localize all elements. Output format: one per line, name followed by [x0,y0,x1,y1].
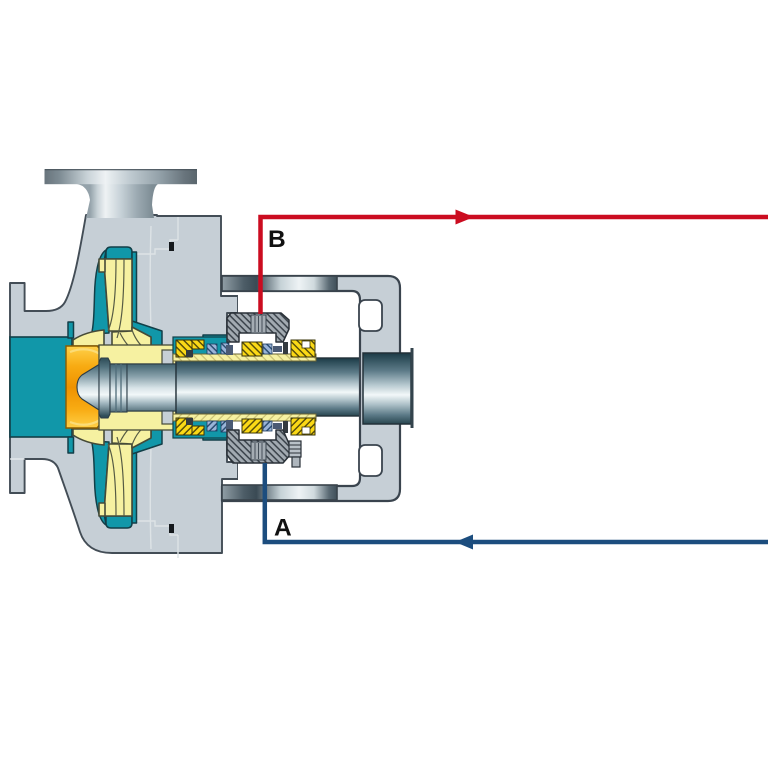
svg-text:B: B [268,226,286,253]
svg-text:A: A [274,515,292,542]
